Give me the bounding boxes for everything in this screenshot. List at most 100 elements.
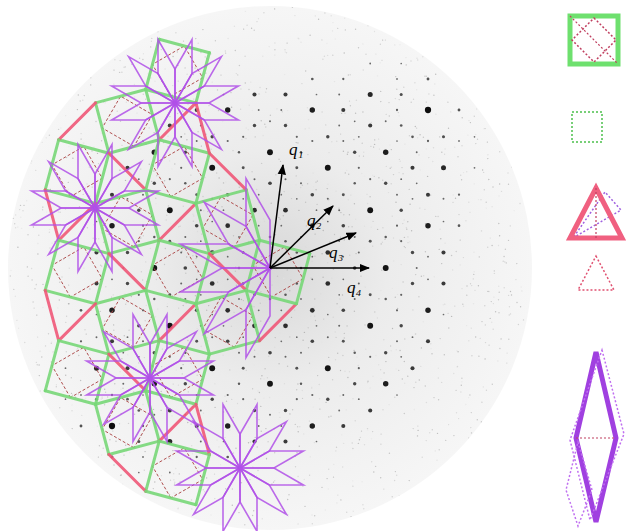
square-edge (146, 140, 160, 190)
noise-dot (134, 96, 135, 97)
noise-dot (416, 58, 417, 59)
noise-dot (483, 172, 484, 173)
noise-dot (218, 177, 219, 178)
noise-dot (447, 102, 448, 103)
diffraction-spot (369, 240, 372, 243)
diffraction-spot (258, 425, 260, 427)
noise-dot (382, 409, 383, 410)
noise-dot (155, 203, 156, 204)
noise-dot (343, 151, 344, 152)
noise-dot (297, 476, 298, 477)
noise-dot (320, 293, 321, 294)
diffraction-spot (443, 314, 445, 316)
noise-dot (331, 15, 332, 16)
rhombus-tile (129, 103, 175, 149)
diffraction-spot (358, 398, 360, 400)
noise-dot (378, 298, 379, 299)
vector-label: q₂ (307, 212, 321, 229)
noise-dot (187, 422, 188, 423)
noise-dot (188, 391, 189, 392)
noise-dot (259, 392, 260, 393)
noise-dot (119, 371, 120, 372)
noise-dot (333, 476, 334, 477)
noise-dot (438, 368, 439, 369)
diffraction-spot (341, 224, 345, 228)
noise-dot (282, 111, 283, 112)
noise-dot (461, 381, 462, 382)
noise-dot (326, 478, 327, 479)
noise-dot (27, 276, 28, 277)
noise-dot (169, 494, 170, 495)
noise-dot (262, 56, 263, 57)
diffraction-spot (383, 381, 388, 386)
noise-dot (195, 38, 196, 39)
noise-dot (340, 212, 341, 213)
noise-dot (267, 377, 268, 378)
noise-dot (474, 290, 475, 291)
noise-dot (469, 394, 470, 395)
noise-dot (83, 267, 84, 268)
noise-dot (344, 52, 345, 53)
noise-dot (493, 329, 494, 330)
rhombus-tile (104, 332, 150, 378)
noise-dot (404, 246, 405, 247)
diffraction-spot (211, 221, 213, 223)
noise-dot (265, 428, 266, 429)
diffraction-spot (396, 394, 398, 396)
noise-dot (425, 385, 426, 386)
diffraction-spot (367, 323, 373, 329)
noise-dot (327, 188, 328, 189)
noise-dot (143, 94, 144, 95)
noise-dot (121, 358, 122, 359)
noise-dot (184, 133, 185, 134)
triangle-tile-symbol (570, 188, 622, 290)
diffraction-spot (180, 136, 182, 138)
rhombus-tile (240, 468, 257, 531)
diffraction-spot (416, 182, 418, 184)
rhombus-tile (87, 361, 150, 378)
noise-dot (388, 102, 389, 103)
noise-dot (355, 113, 356, 114)
noise-dot (475, 143, 476, 144)
noise-dot (261, 256, 262, 257)
diffraction-spot (311, 140, 313, 142)
noise-dot (354, 203, 355, 204)
noise-dot (488, 179, 489, 180)
noise-dot (338, 208, 339, 209)
noise-dot (487, 154, 488, 155)
noise-dot (111, 296, 112, 297)
noise-dot (112, 430, 113, 431)
noise-dot (120, 475, 121, 476)
noise-dot (241, 299, 242, 300)
rhombus-tile (175, 86, 238, 103)
noise-dot (237, 403, 238, 404)
noise-dot (224, 437, 225, 438)
triangle-edge (159, 404, 196, 441)
noise-dot (335, 191, 336, 192)
noise-dot (325, 124, 326, 125)
noise-dot (393, 260, 394, 261)
noise-dot (409, 135, 410, 136)
noise-dot (144, 451, 145, 452)
noise-dot (444, 354, 445, 355)
noise-dot (367, 428, 368, 429)
noise-dot (382, 39, 383, 40)
noise-dot (422, 56, 423, 57)
noise-dot (244, 524, 245, 525)
diffraction-spot (142, 340, 144, 342)
noise-dot (333, 269, 334, 270)
noise-dot (170, 480, 171, 481)
noise-dot (244, 231, 245, 232)
noise-dot (261, 375, 262, 376)
noise-dot (375, 355, 376, 356)
noise-dot (494, 273, 495, 274)
noise-dot (490, 318, 491, 319)
noise-dot (377, 229, 378, 230)
noise-dot (508, 240, 509, 241)
noise-dot (313, 406, 314, 407)
noise-dot (123, 375, 124, 376)
diffraction-spot (238, 151, 240, 153)
noise-dot (390, 345, 391, 346)
noise-dot (415, 274, 416, 275)
noise-dot (344, 113, 345, 114)
